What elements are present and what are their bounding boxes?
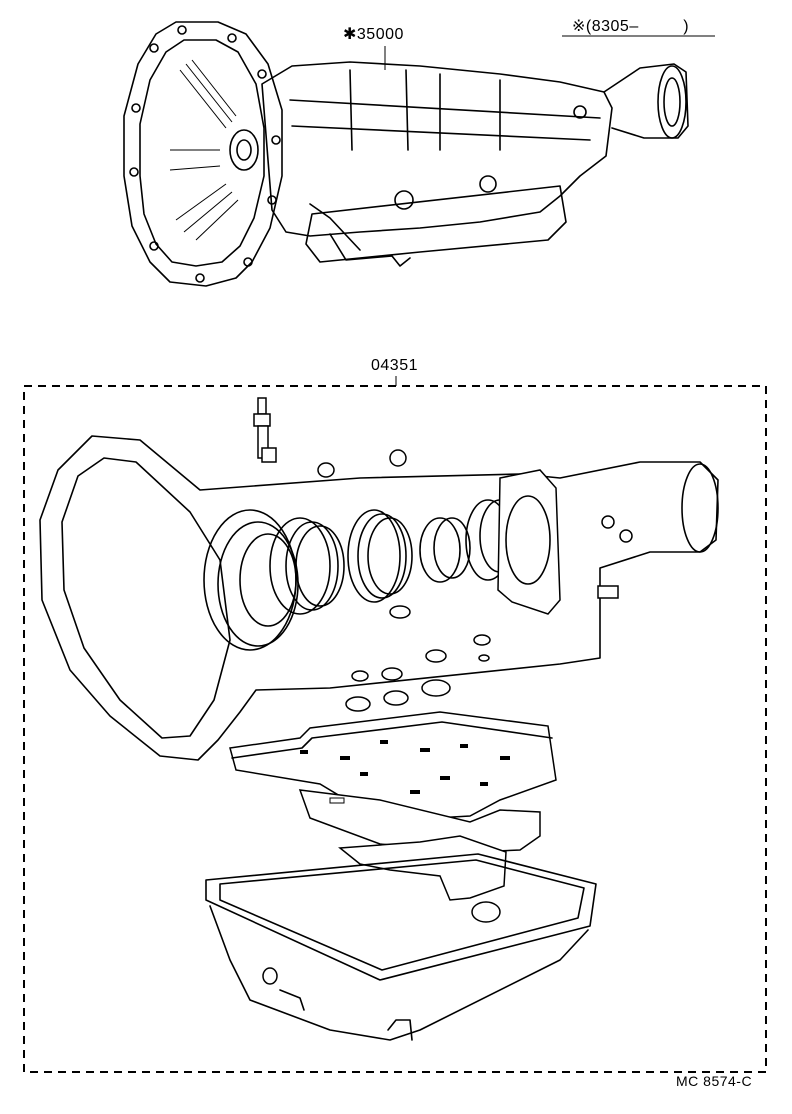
drawing-reference: MC 8574-C [676, 1073, 753, 1089]
pan-fitting [262, 967, 278, 985]
main-case-body [261, 61, 613, 237]
bell-housing-inner [139, 39, 265, 267]
output-flange [657, 65, 687, 139]
case-ridges [289, 99, 601, 141]
rear-housing-end [681, 463, 719, 553]
housing-ribs [169, 59, 239, 241]
valve-body-plate-edge [231, 721, 553, 759]
filler-tube [309, 203, 361, 251]
kit-boundary-box [23, 385, 767, 1073]
drain-plug-seal [471, 901, 501, 923]
pan-boss [279, 989, 305, 1011]
plug-3 [597, 585, 619, 599]
oil-pan-gasket [205, 853, 597, 981]
oil-pan-drain [329, 233, 411, 267]
input-shaft-hub [229, 129, 259, 171]
output-flange-inner [663, 77, 681, 127]
kit-components-drawing [39, 397, 719, 1041]
sensor-fitting [573, 105, 587, 119]
bell-housing-outline [123, 21, 283, 287]
fitting-left [394, 190, 414, 210]
input-shaft-spline [236, 139, 252, 161]
bell-housing-ghost [61, 457, 231, 739]
o-ring-small-2 [389, 449, 407, 467]
pan-drain-tube [387, 1019, 413, 1041]
seal-rings [203, 489, 547, 651]
oil-strainer-gasket [338, 835, 507, 901]
plug-1 [601, 515, 615, 529]
plug-2 [619, 529, 633, 543]
assembly-part-number: ✱35000 [343, 26, 404, 43]
speed-sensor [253, 397, 277, 463]
valve-body-gasket-lower [298, 789, 541, 853]
case-seams [349, 69, 501, 151]
transmission-assembly-drawing [123, 21, 689, 287]
extension-housing [603, 63, 689, 139]
date-range-note: ※(8305– ) [572, 18, 690, 35]
o-ring-small-1 [317, 462, 335, 478]
case-side-seals [345, 605, 491, 712]
oil-pan-body [209, 905, 589, 1041]
valve-body-ports [300, 740, 510, 804]
kit-part-number: 04351 [371, 357, 418, 374]
oil-pan-gasket-inner [219, 859, 585, 971]
rear-gasket-bore [505, 495, 551, 585]
flange-bolt-holes [129, 25, 281, 283]
oil-pan-top [305, 185, 567, 263]
fitting-right [479, 175, 497, 193]
